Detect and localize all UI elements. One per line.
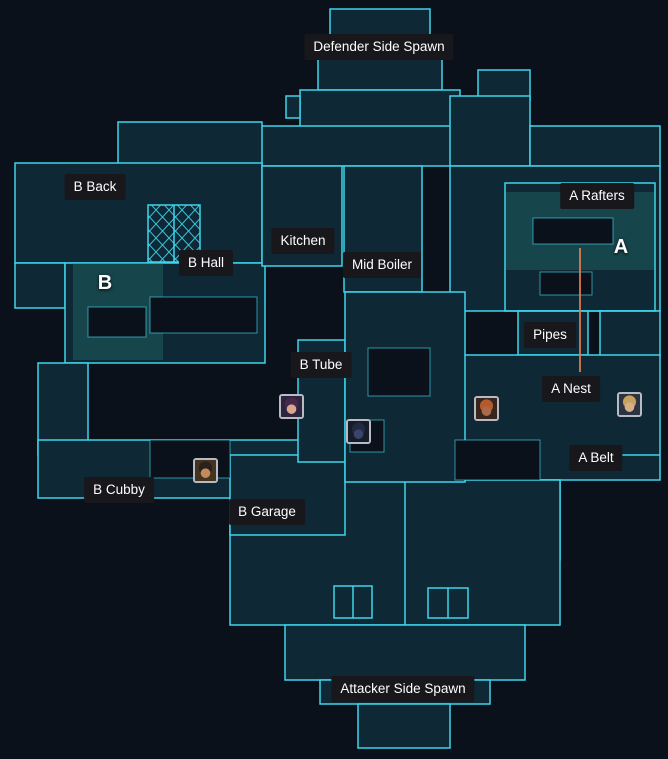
agent-portrait <box>195 460 216 481</box>
agent-portrait <box>619 394 640 415</box>
callout-b-cubby: B Cubby <box>84 477 154 503</box>
site-letter-a: A <box>613 236 629 258</box>
agent-portrait <box>281 396 302 417</box>
agent-icon-1[interactable] <box>279 394 304 419</box>
callout-attacker-side-spawn: Attacker Side Spawn <box>331 676 475 702</box>
agent-portrait <box>348 421 369 442</box>
callout-a-belt: A Belt <box>569 445 623 471</box>
callout-a-rafters: A Rafters <box>560 183 634 209</box>
callout-b-hall: B Hall <box>178 250 234 276</box>
site-letter-b: B <box>97 272 113 294</box>
callout-b-tube: B Tube <box>290 352 352 378</box>
agent-portrait <box>476 398 497 419</box>
agent-icon-3[interactable] <box>193 458 218 483</box>
callout-b-back: B Back <box>64 174 126 200</box>
callout-pipes: Pipes <box>524 322 576 348</box>
callout-mid-boiler: Mid Boiler <box>342 252 422 278</box>
agent-icon-2[interactable] <box>346 419 371 444</box>
agent-icon-5[interactable] <box>617 392 642 417</box>
agent-icon-4[interactable] <box>474 396 499 421</box>
callout-b-garage: B Garage <box>229 499 305 525</box>
callout-a-nest: A Nest <box>542 376 600 402</box>
callout-kitchen: Kitchen <box>271 228 335 254</box>
callout-defender-side-spawn: Defender Side Spawn <box>304 34 454 60</box>
